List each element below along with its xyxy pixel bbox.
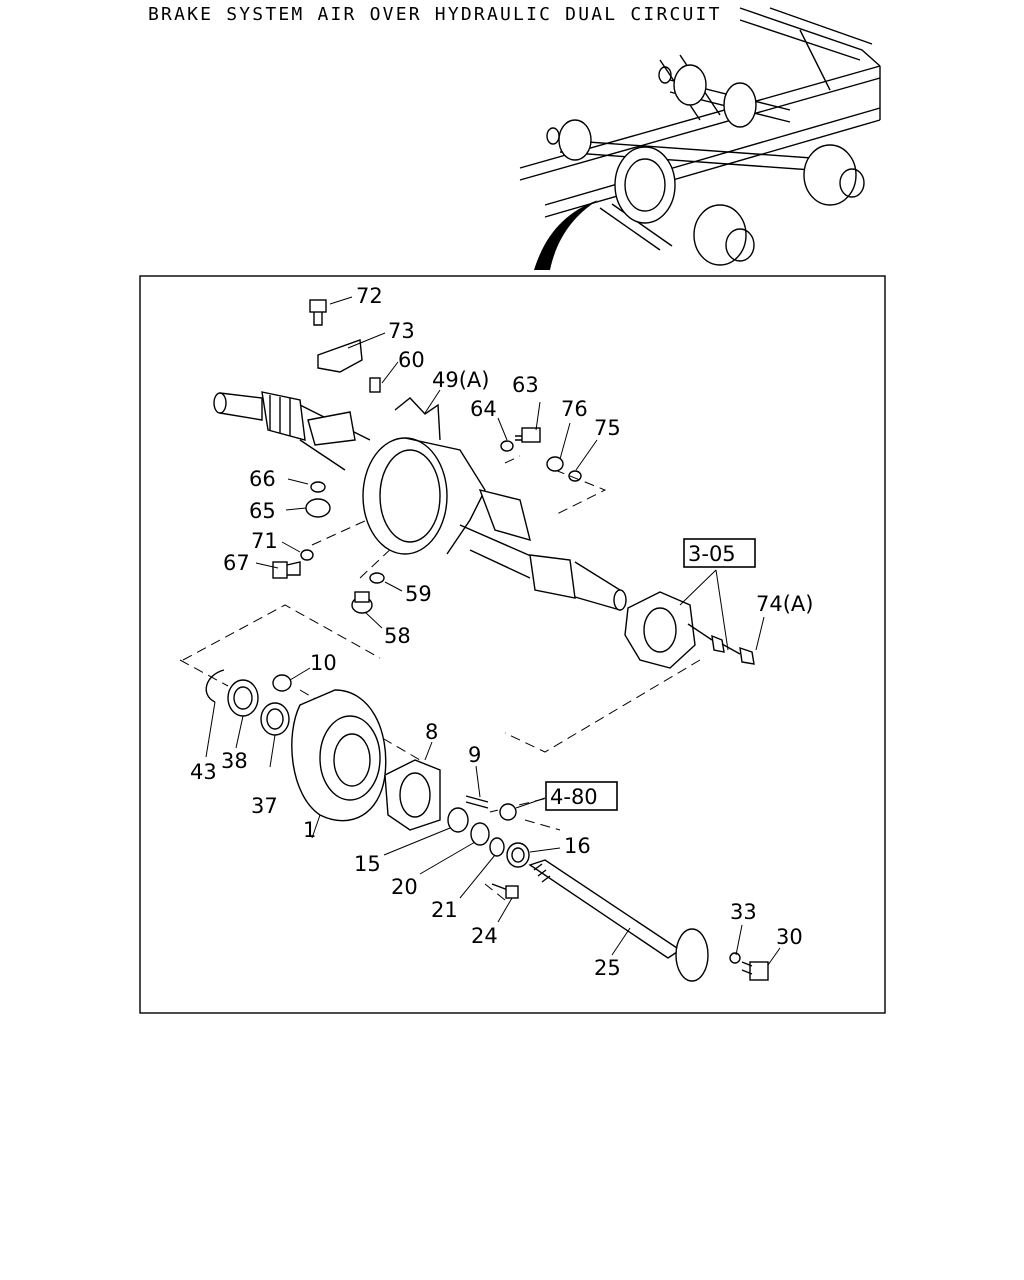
callout-1: 1 (303, 818, 316, 842)
callout-37: 37 (251, 794, 278, 818)
callout-38: 38 (221, 749, 248, 773)
leader-lines (205, 296, 781, 966)
page-title: BRAKE SYSTEM AIR OVER HYDRAULIC DUAL CIR… (148, 4, 722, 25)
callout-24: 24 (471, 924, 498, 948)
callout-59: 59 (405, 582, 432, 606)
axle-housing (213, 299, 627, 614)
callout-25: 25 (594, 956, 621, 980)
callout-64: 64 (470, 397, 497, 421)
callout-72: 72 (356, 284, 383, 308)
callout-10: 10 (310, 651, 337, 675)
callout-71: 71 (251, 529, 278, 553)
reference-box-3-05[interactable] (683, 538, 756, 568)
callout-60: 60 (398, 348, 425, 372)
callout-66: 66 (249, 467, 276, 491)
callout-76: 76 (561, 397, 588, 421)
callout-58: 58 (384, 624, 411, 648)
callout-75: 75 (594, 416, 621, 440)
diagram-frame (139, 275, 886, 1014)
callout-33: 33 (730, 900, 757, 924)
callout-63: 63 (512, 373, 539, 397)
axle-shaft (528, 859, 769, 982)
reference-3-05[interactable]: 3-05 (688, 542, 736, 566)
callout-20: 20 (391, 875, 418, 899)
callout-16: 16 (564, 834, 591, 858)
anchor-plate (624, 591, 755, 669)
callout-30: 30 (776, 925, 803, 949)
reference-4-80[interactable]: 4-80 (550, 785, 598, 809)
reference-box-4-80[interactable] (545, 781, 618, 811)
hub-assembly (205, 669, 530, 899)
callout-73: 73 (388, 319, 415, 343)
callout-74a: 74(A) (756, 592, 813, 616)
callout-49a: 49(A) (432, 368, 489, 392)
callout-21: 21 (431, 898, 458, 922)
callout-67: 67 (223, 551, 250, 575)
callout-15: 15 (354, 852, 381, 876)
callout-8: 8 (425, 720, 438, 744)
chassis-overview-illustration (519, 7, 881, 270)
callout-9: 9 (468, 743, 481, 767)
callout-43: 43 (190, 760, 217, 784)
callout-65: 65 (249, 499, 276, 523)
